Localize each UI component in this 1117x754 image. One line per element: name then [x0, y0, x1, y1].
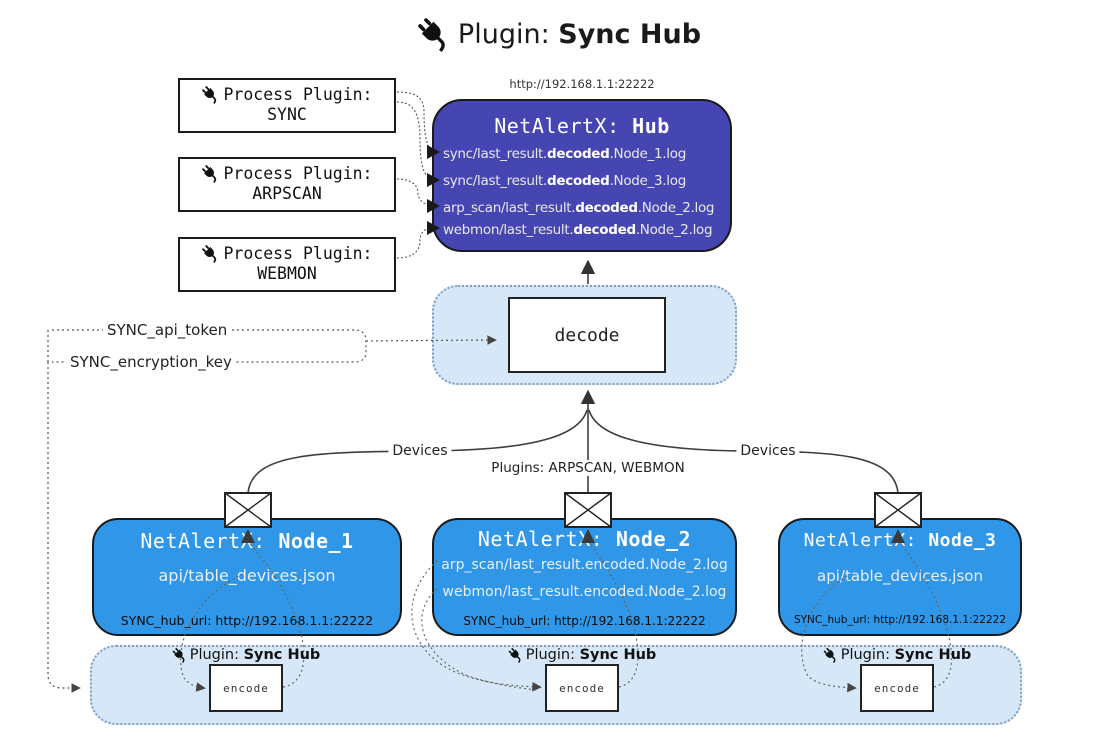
node-line: api/table_devices.json — [158, 566, 336, 585]
process-plugin-label: Process Plugin: — [223, 164, 373, 183]
encode-section-label: Plugin: Sync Hub — [508, 647, 656, 663]
plug-icon — [508, 647, 521, 663]
node-title: NetAlertX: Node_1 — [140, 529, 354, 553]
hub-log-row: arp_scan/last_result.decoded.Node_2.log — [443, 200, 715, 216]
connector-plugins-to-hub — [396, 91, 434, 259]
node-line: webmon/last_result.encoded.Node_2.log — [442, 584, 727, 600]
node-footer: SYNC_hub_url: http://192.168.1.1:22222 — [793, 614, 1007, 626]
process-plugin-label: Process Plugin: — [223, 85, 373, 104]
plug-icon — [202, 86, 217, 104]
node-title: NetAlertX: Node_3 — [803, 530, 997, 551]
plug-icon — [202, 165, 217, 183]
process-plugin-label: Process Plugin: — [223, 244, 373, 263]
node-title: NetAlertX: Node_2 — [477, 527, 692, 551]
encode-section-label: Plugin: Sync Hub — [823, 647, 971, 663]
hub-box: NetAlertX: Hub sync/last_result.decoded.… — [432, 99, 732, 252]
decode-box: decode — [508, 297, 666, 373]
node-line: api/table_devices.json — [817, 567, 983, 585]
process-plugin-name: SYNC — [267, 105, 307, 124]
encode-box: encode — [545, 664, 619, 712]
hub-url-label: http://192.168.1.1:22222 — [509, 77, 655, 91]
hub-log-row: sync/last_result.decoded.Node_3.log — [443, 173, 686, 189]
plug-icon — [823, 647, 836, 663]
hub-log-row: webmon/last_result.decoded.Node_2.log — [443, 222, 713, 238]
node-footer: SYNC_hub_url: http://192.168.1.1:22222 — [463, 614, 706, 628]
node-box-node-3: NetAlertX: Node_3 api/table_devices.json… — [778, 518, 1022, 636]
node-box-node-1: NetAlertX: Node_1 api/table_devices.json… — [92, 518, 402, 636]
node-box-node-2: NetAlertX: Node_2 arp_scan/last_result.e… — [432, 518, 737, 636]
plug-icon — [172, 647, 185, 663]
plug-icon — [202, 245, 217, 263]
process-plugin-name: ARPSCAN — [252, 184, 322, 203]
page-title-text: Plugin: Sync Hub — [457, 18, 702, 50]
node-footer: SYNC_hub_url: http://192.168.1.1:22222 — [120, 613, 374, 628]
encode-box: encode — [209, 664, 283, 712]
edge-label-devices-right: Devices — [736, 443, 800, 459]
process-plugin-box-sync: Process Plugin: SYNC — [178, 78, 396, 133]
hub-title: NetAlertX: Hub — [494, 114, 670, 138]
config-encryption-key-label: SYNC_encryption_key — [66, 353, 236, 371]
edge-label-devices-left: Devices — [388, 443, 452, 459]
diagram-title: Plugin: Sync Hub — [0, 16, 1117, 52]
process-plugin-box-webmon: Process Plugin: WEBMON — [178, 237, 396, 292]
process-plugin-name: WEBMON — [257, 264, 317, 283]
node-line: arp_scan/last_result.encoded.Node_2.log — [441, 557, 728, 573]
plug-icon — [418, 18, 445, 52]
edge-label-plugins: Plugins: ARPSCAN, WEBMON — [487, 460, 689, 476]
encode-section-label: Plugin: Sync Hub — [172, 647, 320, 663]
config-api-token-label: SYNC_api_token — [103, 321, 232, 339]
process-plugin-box-arpscan: Process Plugin: ARPSCAN — [178, 157, 396, 212]
encode-box: encode — [860, 664, 934, 712]
hub-log-row: sync/last_result.decoded.Node_1.log — [443, 146, 686, 162]
